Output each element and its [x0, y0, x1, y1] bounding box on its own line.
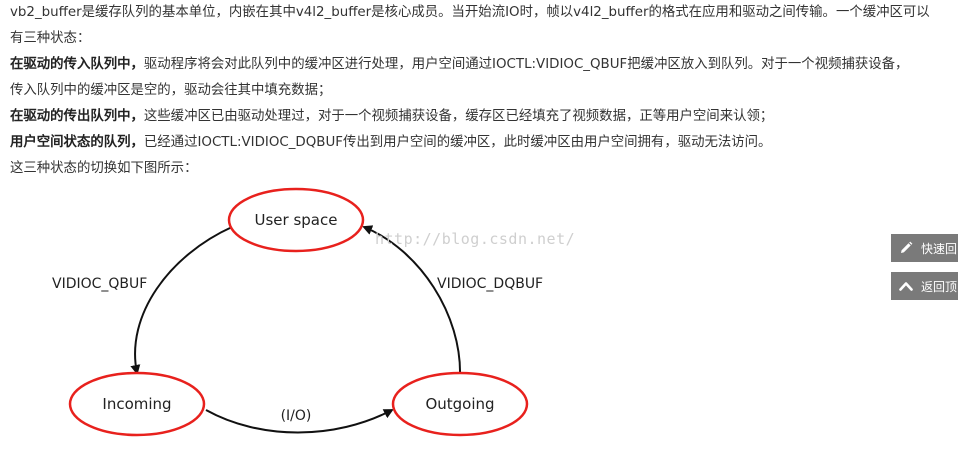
node-user-space-label: User space	[255, 211, 338, 229]
quick-reply-button[interactable]: 快速回	[891, 234, 958, 262]
back-to-top-button[interactable]: 返回顶	[891, 272, 958, 300]
node-incoming-label: Incoming	[102, 395, 171, 413]
state-outgoing-desc: 这些缓冲区已由驱动处理过，对于一个视频捕获设备，缓存区已经填充了视频数据，正等用…	[143, 109, 774, 124]
watermark-url: http://blog.csdn.net/	[375, 230, 576, 248]
state-user-title: 用户空间状态的队列，	[10, 135, 144, 150]
state-incoming-title: 在驱动的传入队列中，	[10, 57, 144, 72]
buffer-state-diagram: User space Incoming Outgoing VIDIOC_QBUF…	[52, 187, 543, 437]
edge-qbuf-arrow	[130, 226, 233, 375]
edge-qbuf-label: VIDIOC_QBUF	[52, 276, 147, 292]
edge-dqbuf-label: VIDIOC_DQBUF	[437, 276, 543, 292]
state-incoming-line-1: 在驱动的传入队列中，驱动程序将会对此队列中的缓冲区进行处理，用户空间通过IOCT…	[10, 52, 958, 78]
edge-io-label: (I/O)	[281, 408, 312, 424]
state-outgoing-line: 在驱动的传出队列中，这些缓冲区已由驱动处理过，对于一个视频捕获设备，缓存区已经填…	[10, 104, 958, 130]
quick-reply-label: 快速回	[921, 241, 958, 256]
node-user-space	[227, 187, 365, 253]
intro-paragraph-line-2: 有三种状态：	[10, 31, 91, 46]
node-outgoing	[391, 371, 529, 437]
node-incoming	[68, 371, 206, 437]
pencil-icon	[891, 234, 921, 262]
intro-paragraph-line-1: vb2_buffer是缓存队列的基本单位，内嵌在其中v4l2_buffer是核心…	[10, 5, 930, 20]
edge-io-arrow	[205, 409, 394, 434]
state-incoming-desc-1: 驱动程序将会对此队列中的缓冲区进行处理，用户空间通过IOCTL:VIDIOC_Q…	[143, 57, 909, 72]
chevron-up-icon	[891, 272, 921, 300]
node-outgoing-label: Outgoing	[425, 395, 494, 413]
article-body: vb2_buffer是缓存队列的基本单位，内嵌在其中v4l2_buffer是核心…	[10, 0, 958, 182]
state-user-desc: 已经通过IOCTL:VIDIOC_DQBUF传出到用户空间的缓冲区，此时缓冲区由…	[143, 135, 772, 150]
diagram-intro: 这三种状态的切换如下图所示：	[10, 161, 198, 176]
back-to-top-label: 返回顶	[921, 279, 958, 294]
state-incoming-line-2: 传入队列中的缓冲区是空的，驱动会往其中填充数据；	[10, 83, 332, 98]
edge-dqbuf-arrow	[362, 225, 462, 378]
state-user-line: 用户空间状态的队列，已经通过IOCTL:VIDIOC_DQBUF传出到用户空间的…	[10, 130, 958, 156]
state-outgoing-title: 在驱动的传出队列中，	[10, 109, 144, 124]
